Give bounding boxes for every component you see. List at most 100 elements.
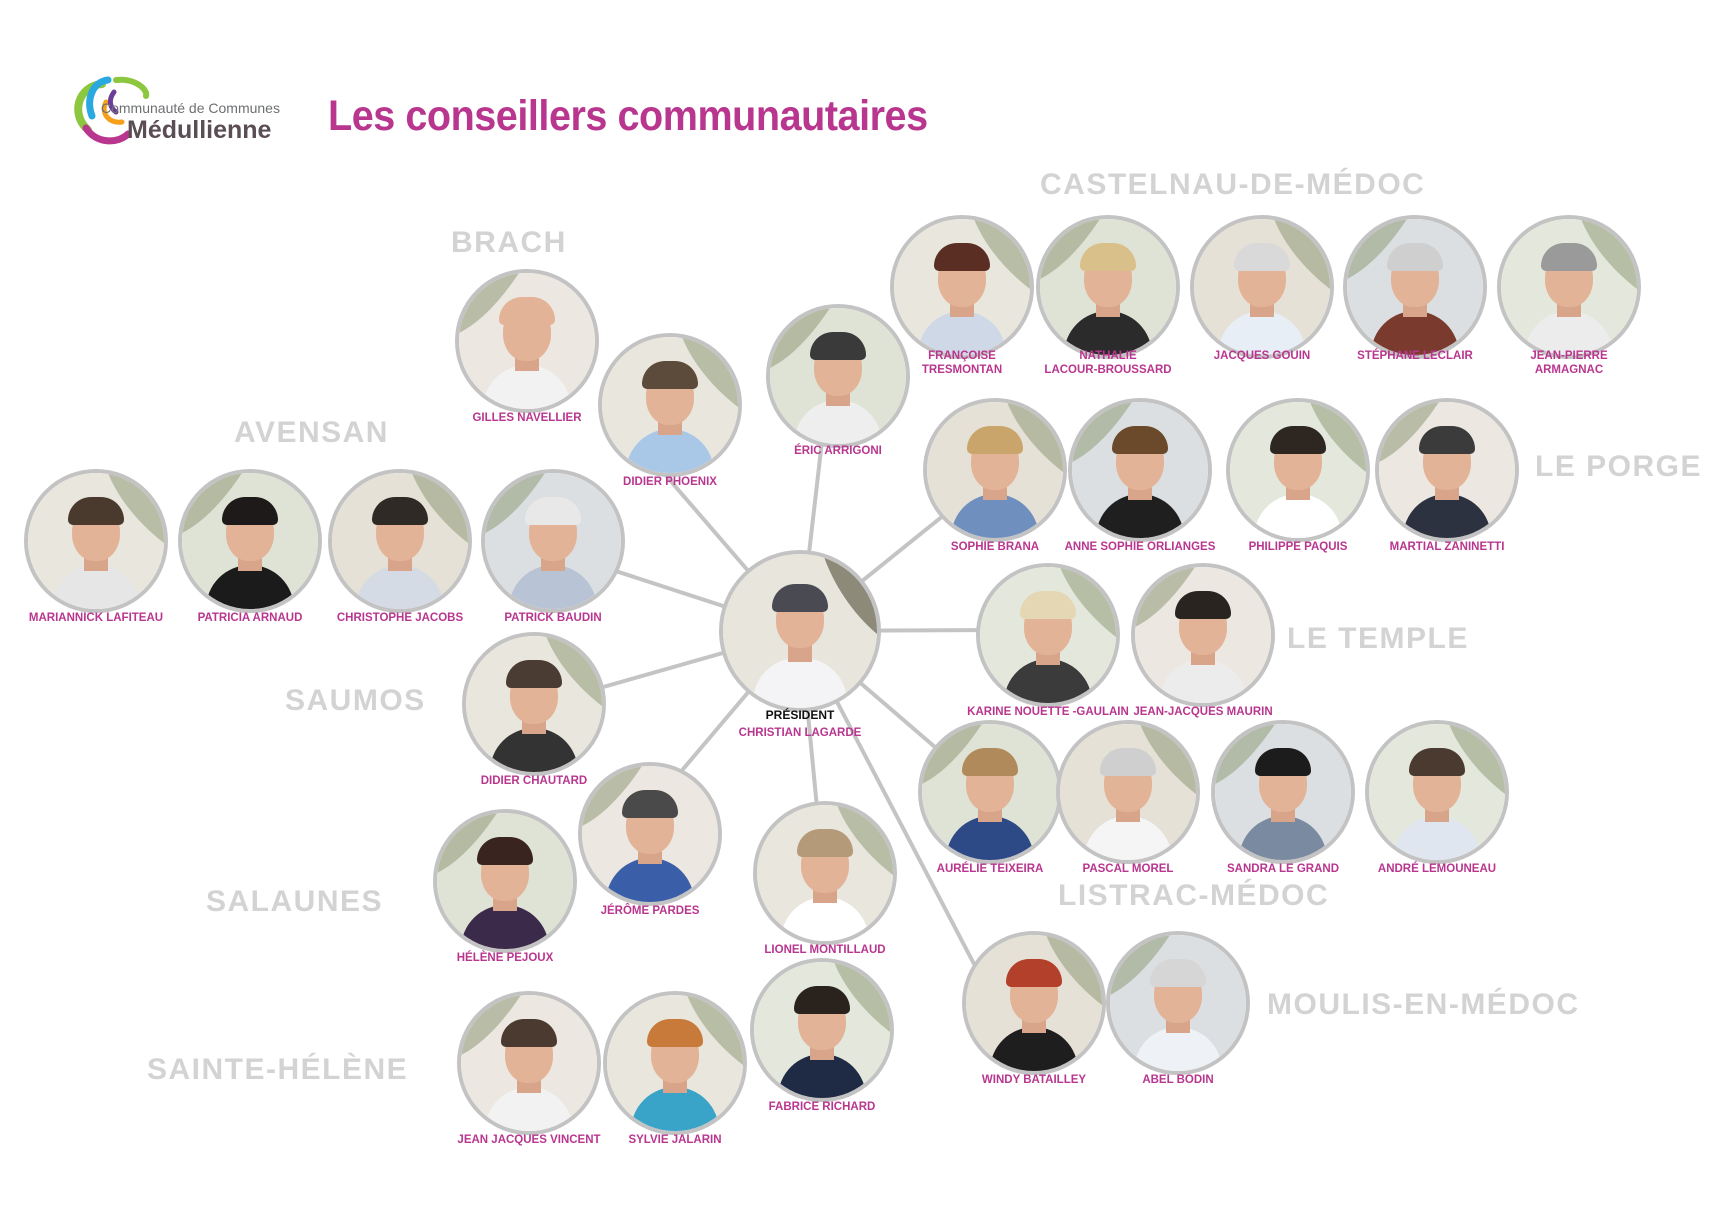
- commune-castelnau: CASTELNAU-DE-MÉDOC: [1040, 168, 1426, 201]
- commune-avensan: AVENSAN: [234, 416, 389, 449]
- member-name: PHILIPPE PAQUIS: [1248, 541, 1348, 553]
- member-portrait: [433, 809, 577, 953]
- portrait-hair: [372, 497, 428, 525]
- member-portrait: [918, 720, 1062, 864]
- portrait-hair: [501, 1019, 557, 1047]
- commune-le-temple: LE TEMPLE: [1287, 622, 1469, 655]
- member-portrait: [1131, 563, 1275, 707]
- portrait-hair: [1270, 426, 1326, 454]
- portrait-hair: [1234, 243, 1290, 271]
- commune-moulis: MOULIS-EN-MÉDOC: [1267, 988, 1580, 1021]
- portrait-hair: [772, 584, 828, 612]
- member-name: JEAN-PIERRE ARMAGNAC: [1530, 350, 1608, 376]
- portrait-hair: [967, 426, 1023, 454]
- member-portrait: [457, 991, 601, 1135]
- member-portrait: [976, 563, 1120, 707]
- portrait-hair: [622, 790, 678, 818]
- commune-sainte-helene: SAINTE-HÉLÈNE: [147, 1053, 409, 1086]
- portrait-hair: [962, 748, 1018, 776]
- member-name: STÉPHANE LECLAIR: [1357, 350, 1473, 362]
- member-portrait: [962, 931, 1106, 1075]
- member-name: CHRISTOPHE JACOBS: [336, 612, 464, 624]
- member-name: JÉRÔME PARDES: [600, 905, 700, 917]
- member-portrait: [766, 304, 910, 448]
- member-portrait: [462, 632, 606, 776]
- member-name: AURÉLIE TEIXEIRA: [936, 863, 1044, 875]
- portrait-hair: [222, 497, 278, 525]
- member-portrait: [481, 469, 625, 613]
- member-name: ÉRIC ARRIGONI: [794, 445, 882, 457]
- member-portrait: [1056, 720, 1200, 864]
- president-role: PRÉSIDENT: [765, 708, 835, 722]
- page-title: Les conseillers communautaires: [328, 92, 928, 140]
- president-portrait: [719, 550, 881, 712]
- member-name: MARIANNICK LAFITEAU: [28, 612, 164, 624]
- commune-saumos: SAUMOS: [285, 684, 426, 717]
- member-portrait: [178, 469, 322, 613]
- member-portrait: [1068, 398, 1212, 542]
- member-name: HÉLÈNE PEJOUX: [456, 952, 554, 964]
- portrait-hair: [794, 986, 850, 1014]
- member-name: JACQUES GOUIN: [1213, 350, 1311, 362]
- member-name: PATRICIA ARNAUD: [197, 612, 303, 624]
- commune-brach: BRACH: [451, 226, 567, 259]
- portrait-hair: [810, 332, 866, 360]
- member-name: FABRICE RICHARD: [768, 1101, 876, 1113]
- portrait-hair: [1255, 748, 1311, 776]
- portrait-background: [1060, 724, 1196, 860]
- portrait-hair: [1541, 243, 1597, 271]
- portrait-hair: [1100, 748, 1156, 776]
- member-portrait: [603, 991, 747, 1135]
- portrait-hair: [1080, 243, 1136, 271]
- commune-le-porge: LE PORGE: [1535, 450, 1703, 483]
- portrait-hair: [499, 297, 555, 325]
- member-name: KARINE NOUETTE -GAULAIN: [967, 706, 1129, 718]
- member-name: SANDRA LE GRAND: [1226, 863, 1340, 875]
- portrait-hair: [1006, 959, 1062, 987]
- portrait-hair: [1409, 748, 1465, 776]
- member-name: DIDIER CHAUTARD: [480, 775, 588, 787]
- member-portrait: [923, 398, 1067, 542]
- member-name: SOPHIE BRANA: [950, 541, 1040, 553]
- member-name: ANDRÉ LEMOUNEAU: [1377, 863, 1497, 875]
- org-name-line1: Communauté de Communes: [101, 100, 280, 116]
- portrait-hair: [1150, 959, 1206, 987]
- member-portrait: [1036, 215, 1180, 359]
- member-name: FRANÇOISE TRESMONTAN: [921, 350, 1003, 376]
- member-name: DIDIER PHOENIX: [623, 476, 717, 488]
- portrait-hair: [642, 361, 698, 389]
- member-name: PASCAL MOREL: [1082, 863, 1174, 875]
- commune-listrac: LISTRAC-MÉDOC: [1058, 879, 1330, 912]
- member-portrait: [455, 269, 599, 413]
- member-name: GILLES NAVELLIER: [472, 412, 582, 424]
- member-portrait: [1365, 720, 1509, 864]
- org-logo: Communauté de Communes Médullienne: [66, 72, 316, 152]
- portrait-hair: [647, 1019, 703, 1047]
- portrait-hair: [525, 497, 581, 525]
- org-name-line2: Médullienne: [127, 116, 272, 144]
- portrait-hair: [68, 497, 124, 525]
- member-portrait: [1226, 398, 1370, 542]
- member-portrait: [1211, 720, 1355, 864]
- portrait-hair: [477, 837, 533, 865]
- member-portrait: [1190, 215, 1334, 359]
- member-portrait: [598, 333, 742, 477]
- member-portrait: [1343, 215, 1487, 359]
- portrait-hair: [1419, 426, 1475, 454]
- member-name: LIONEL MONTILLAUD: [764, 944, 886, 956]
- member-portrait: [1106, 931, 1250, 1075]
- member-name: WINDY BATAILLEY: [981, 1074, 1087, 1086]
- commune-salaunes: SALAUNES: [206, 885, 384, 918]
- portrait-hair: [1112, 426, 1168, 454]
- portrait-hair: [1175, 591, 1231, 619]
- member-portrait: [753, 801, 897, 945]
- member-portrait: [750, 958, 894, 1102]
- member-portrait: [1497, 215, 1641, 359]
- member-name: SYLVIE JALARIN: [628, 1134, 722, 1146]
- member-portrait: [1375, 398, 1519, 542]
- portrait-hair: [797, 829, 853, 857]
- member-portrait: [578, 762, 722, 906]
- member-name: JEAN JACQUES VINCENT: [457, 1134, 601, 1146]
- portrait-hair: [506, 660, 562, 688]
